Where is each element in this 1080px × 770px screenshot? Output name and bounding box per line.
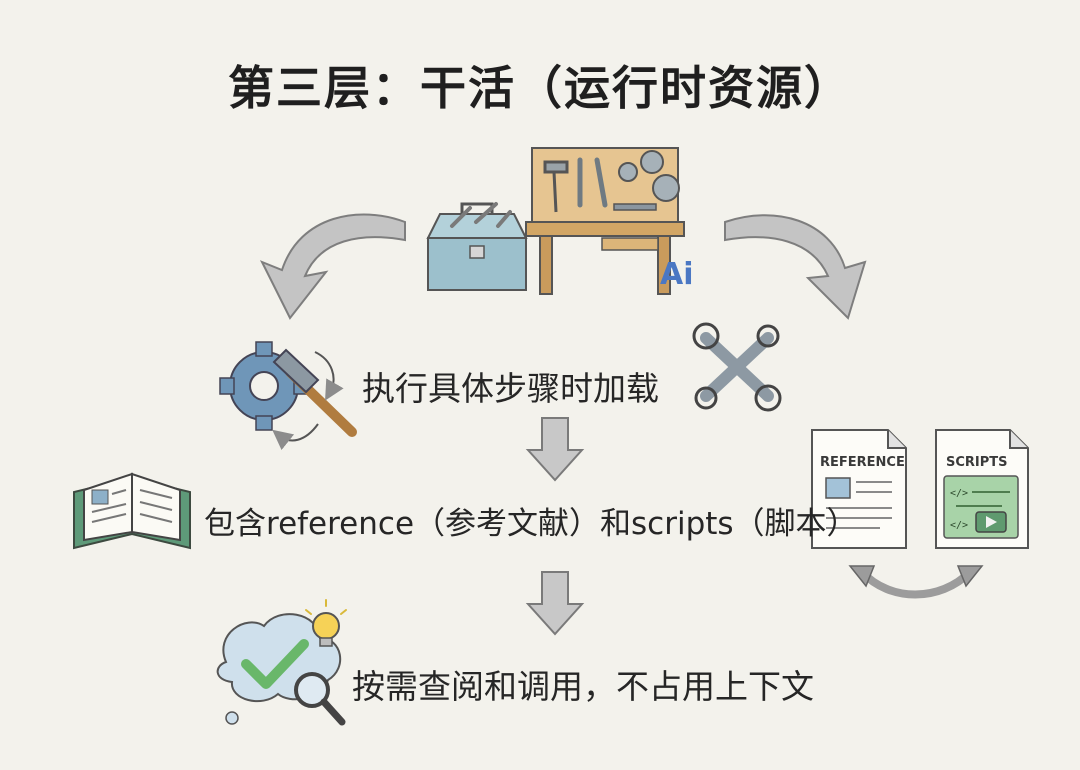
swap-arrow-icon [848,565,984,599]
scripts-doc-icon: SCRIPTS </> </> [935,429,1029,549]
down-arrow-icon [525,571,585,636]
reference-label: REFERENCE [820,455,905,470]
lightbulb-icon [305,599,347,647]
scripts-label: SCRIPTS [946,455,1008,470]
toolbox-icon [426,202,528,291]
wrench-cross-icon [692,322,782,412]
step-contents-text: 包含reference（参考文献）和scripts（脚本） [204,506,858,542]
down-arrow-icon [525,417,585,482]
code-mark: </> [950,488,968,499]
magnifier-icon [294,672,346,726]
workbench-icon: Ai [525,147,694,295]
open-book-icon [73,472,191,550]
step-load-text: 执行具体步骤时加载 [362,369,659,408]
step-ondemand-text: 按需查阅和调用，不占用上下文 [352,667,814,706]
gear-hammer-icon [219,341,357,451]
reference-doc-icon: REFERENCE [811,429,907,549]
curved-arrow-left-icon [259,213,406,320]
workbench-ai-badge: Ai [660,257,694,292]
curved-arrow-right-icon [724,214,867,320]
page-title: 第三层：干活（运行时资源） [228,61,852,115]
code-mark: </> [950,520,968,531]
